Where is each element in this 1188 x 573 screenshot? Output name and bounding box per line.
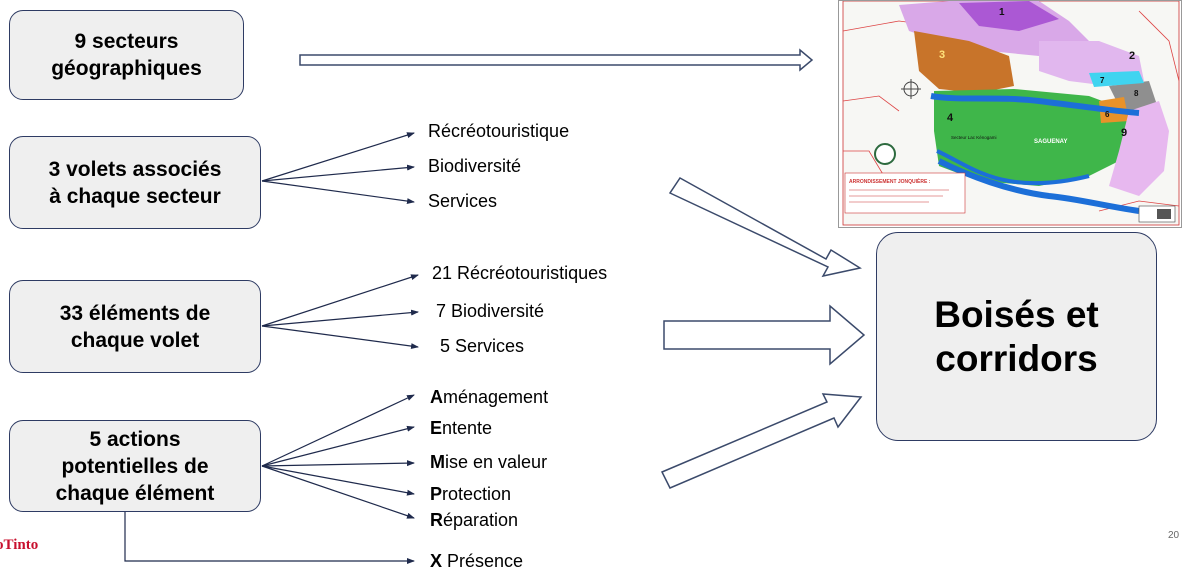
volets-fan-line [261, 180, 415, 205]
map-sector-cyan [1089, 71, 1144, 87]
actions-fan-line [261, 425, 415, 467]
box-secteurs-line: géographiques [51, 57, 202, 80]
box-elements-line: 33 éléments de [59, 301, 211, 325]
page-number: 20 [1168, 530, 1180, 541]
label-presence: X Présence [430, 551, 523, 571]
actions-fan [261, 394, 415, 519]
map-number: 4 [947, 112, 954, 124]
label-protection: Protection [430, 484, 511, 504]
map-logo-icon [874, 143, 896, 165]
label-rest: ntente [442, 418, 493, 438]
block-arrow-upper [668, 177, 862, 278]
block-arrow-lower [660, 393, 863, 489]
map-legend-title: ARRONDISSEMENT JONQUIÈRE : [849, 177, 931, 185]
box-boises-corridors: Boisés et corridors [876, 232, 1157, 441]
label-services: Services [428, 191, 498, 211]
elements-fan-line [261, 325, 419, 350]
map-sector-numbers: 1 2 3 4 6 7 8 9 [939, 7, 1139, 139]
actions-fan-line [261, 394, 415, 467]
map-number: 7 [1100, 76, 1105, 85]
box-volets-line: à chaque secteur [49, 184, 221, 208]
box-actions: 5 actions potentielles de chaque élément [9, 420, 261, 512]
box-actions-line: 5 actions [89, 427, 181, 451]
elements-fan-line [261, 274, 419, 327]
map-number: 9 [1121, 127, 1127, 139]
initial-letter: P [430, 484, 443, 504]
box-secteurs-line: 9 secteurs [74, 30, 179, 53]
map-legend-lines [849, 189, 949, 203]
label-recreotouristique: Récréotouristique [428, 121, 570, 141]
elements-fan-line [261, 309, 419, 327]
map-number: 3 [939, 49, 945, 61]
label-rest: ménagement [443, 387, 549, 407]
volets-fan-line [261, 132, 415, 182]
actions-fan-line [261, 465, 415, 496]
label-mise-en-valeur: Mise en valeur [430, 452, 547, 472]
sector-map-svg: ARRONDISSEMENT JONQUIÈRE : 1 2 3 4 6 7 8… [839, 1, 1181, 227]
label-7-biodiversite: 7 Biodiversité [436, 301, 545, 321]
box-result-line: corridors [935, 337, 1098, 379]
initial-letter: X [430, 551, 443, 571]
box-actions-line: chaque élément [55, 481, 215, 505]
box-volets: 3 volets associés à chaque secteur [9, 136, 261, 229]
block-arrow-middle [663, 304, 866, 366]
volets-fan [261, 132, 415, 205]
map-sector-3 [914, 31, 1014, 93]
label-21-recreotouristiques: 21 Récréotouristiques [432, 263, 608, 283]
rio-tinto-logo: oTinto [0, 537, 39, 553]
box-result-line: Boisés et [934, 293, 1099, 335]
initial-letter: E [430, 418, 443, 438]
actions-fan-line [261, 465, 415, 519]
box-actions-line: potentielles de [61, 454, 209, 478]
label-reparation: Réparation [430, 510, 518, 530]
map-number: 6 [1105, 110, 1110, 119]
map-number: 1 [999, 7, 1005, 18]
label-rest: ise en valeur [445, 452, 548, 472]
label-amenagement: Aménagement [430, 387, 548, 407]
map-sector-4 [934, 89, 1139, 186]
map-sector-9 [1109, 101, 1169, 196]
map-sector-purple [959, 1, 1059, 31]
label-entente: Entente [430, 418, 492, 438]
map-legend [844, 172, 966, 214]
initial-letter: R [430, 510, 443, 530]
actions-fan-line [261, 460, 415, 467]
arrow-to-map [299, 48, 814, 72]
map-number: 2 [1129, 50, 1135, 62]
initial-letter: M [430, 452, 445, 472]
map-inset-mark [1157, 209, 1171, 219]
label-5-services: 5 Services [440, 336, 525, 356]
sector-map-image: ARRONDISSEMENT JONQUIÈRE : 1 2 3 4 6 7 8… [838, 0, 1182, 228]
presence-connector [124, 512, 415, 564]
map-number: 8 [1134, 89, 1139, 98]
label-biodiversite: Biodiversité [428, 156, 522, 176]
volets-fan-line [261, 164, 415, 182]
box-elements: 33 éléments de chaque volet [9, 280, 261, 373]
label-rest: rotection [442, 484, 512, 504]
box-volets-line: 3 volets associés [48, 157, 222, 181]
box-elements-line: chaque volet [70, 328, 200, 352]
map-label-saguenay: SAGUENAY [1034, 139, 1067, 145]
box-secteurs: 9 secteurs géographiques [9, 10, 244, 100]
label-rest: Présence [442, 551, 524, 571]
map-lake [936, 149, 1090, 186]
label-rest: éparation [443, 510, 519, 530]
initial-letter: A [430, 387, 443, 407]
map-label-kenogami: Secteur Lac Kénogami [951, 135, 997, 140]
elements-fan [261, 274, 419, 350]
map-river [930, 93, 1140, 214]
